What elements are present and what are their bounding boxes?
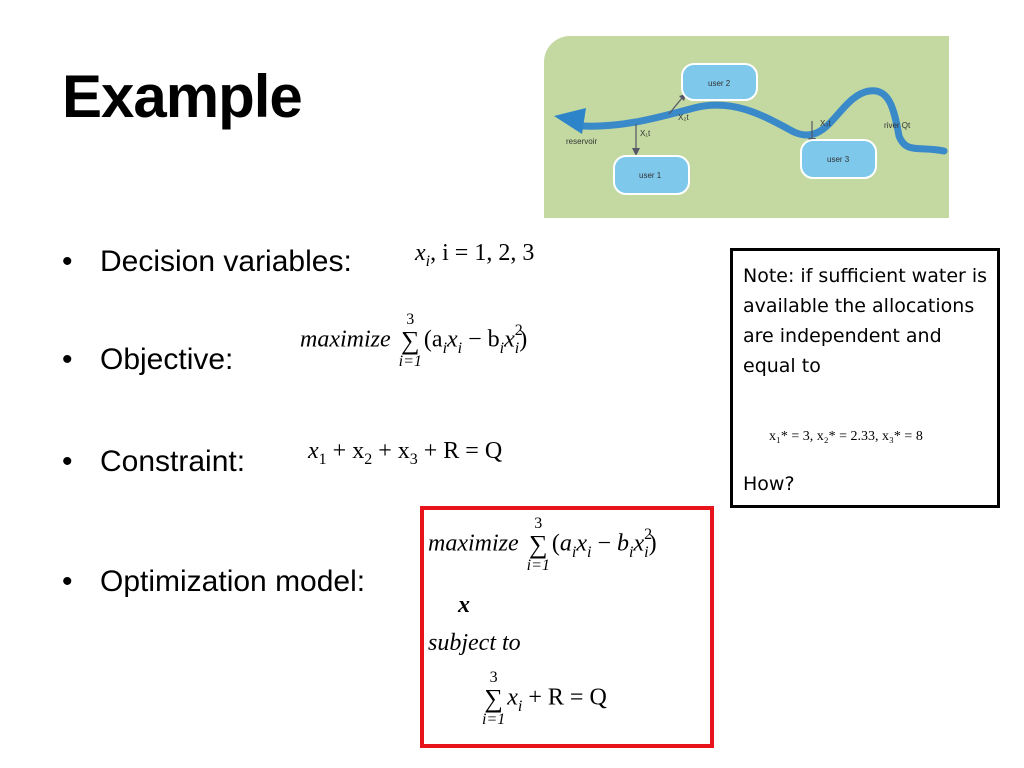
bullet-decision-variables: • Decision variables: bbox=[62, 244, 352, 280]
bullet-marker: • bbox=[62, 245, 73, 278]
x1-arrow-head-icon bbox=[632, 148, 640, 156]
sum-symbol: 3 ∑ i=1 bbox=[482, 669, 506, 728]
user3-label: user 3 bbox=[827, 155, 850, 164]
user1-box bbox=[613, 155, 690, 195]
bullet-label: Constraint: bbox=[100, 445, 246, 478]
model-objective: maximize 3 ∑ i=1 (aixi − bix2i) bbox=[428, 515, 657, 574]
note-values: x₁* = 3, x₂* = 2.33, x₃* = 8 bbox=[769, 429, 923, 444]
note-box: Note: if sufficient water is available t… bbox=[730, 248, 1000, 508]
x1-label: X₁t bbox=[640, 129, 651, 138]
sum-symbol: 3 ∑ i=1 bbox=[398, 311, 422, 370]
bullet-optimization-model: • Optimization model: bbox=[62, 564, 365, 600]
reservoir-arrow-icon bbox=[554, 108, 586, 134]
user1-label: user 1 bbox=[639, 171, 662, 180]
bullet-label: Decision variables: bbox=[100, 245, 352, 278]
diagram-svg: user 1 user 2 user 3 reservoir X₁t X₂t X… bbox=[554, 63, 948, 195]
model-subject-to: subject to bbox=[428, 630, 521, 656]
river-label: river Qt bbox=[884, 121, 911, 130]
constraint-formula: x1 + x2 + x3 + R = Q bbox=[308, 438, 503, 468]
note-how: How? bbox=[743, 473, 795, 495]
bullet-marker: • bbox=[62, 343, 73, 376]
user3-box bbox=[800, 139, 877, 179]
x3-label: X₃t bbox=[820, 119, 832, 128]
model-variable: x bbox=[458, 592, 470, 618]
bullet-label: Optimization model: bbox=[100, 565, 366, 598]
model-constraint: 3 ∑ i=1 xi + R = Q bbox=[482, 669, 607, 728]
sum-symbol: 3 ∑ i=1 bbox=[526, 515, 550, 574]
river-allocation-diagram: user 1 user 2 user 3 reservoir X₁t X₂t X… bbox=[544, 36, 949, 218]
objective-formula: maximize 3 ∑ i=1 (aixi − bix2i) bbox=[300, 311, 528, 370]
user2-label: user 2 bbox=[708, 79, 731, 88]
bullet-objective: • Objective: bbox=[62, 342, 233, 378]
user2-box bbox=[681, 63, 758, 101]
reservoir-label: reservoir bbox=[566, 137, 597, 146]
note-text: Note: if sufficient water is available t… bbox=[743, 265, 988, 377]
bullet-marker: • bbox=[62, 445, 73, 478]
bullet-constraint: • Constraint: bbox=[62, 444, 245, 480]
optimization-model-box: maximize 3 ∑ i=1 (aixi − bix2i) x subjec… bbox=[420, 506, 714, 748]
slide-title: Example bbox=[62, 63, 303, 130]
bullet-label: Objective: bbox=[100, 343, 234, 376]
x2-arrow bbox=[668, 97, 683, 115]
decision-variables-formula: xi, i = 1, 2, 3 bbox=[415, 240, 535, 270]
bullet-marker: • bbox=[62, 565, 73, 598]
river-path bbox=[578, 87, 948, 155]
x2-label: X₂t bbox=[678, 113, 689, 122]
